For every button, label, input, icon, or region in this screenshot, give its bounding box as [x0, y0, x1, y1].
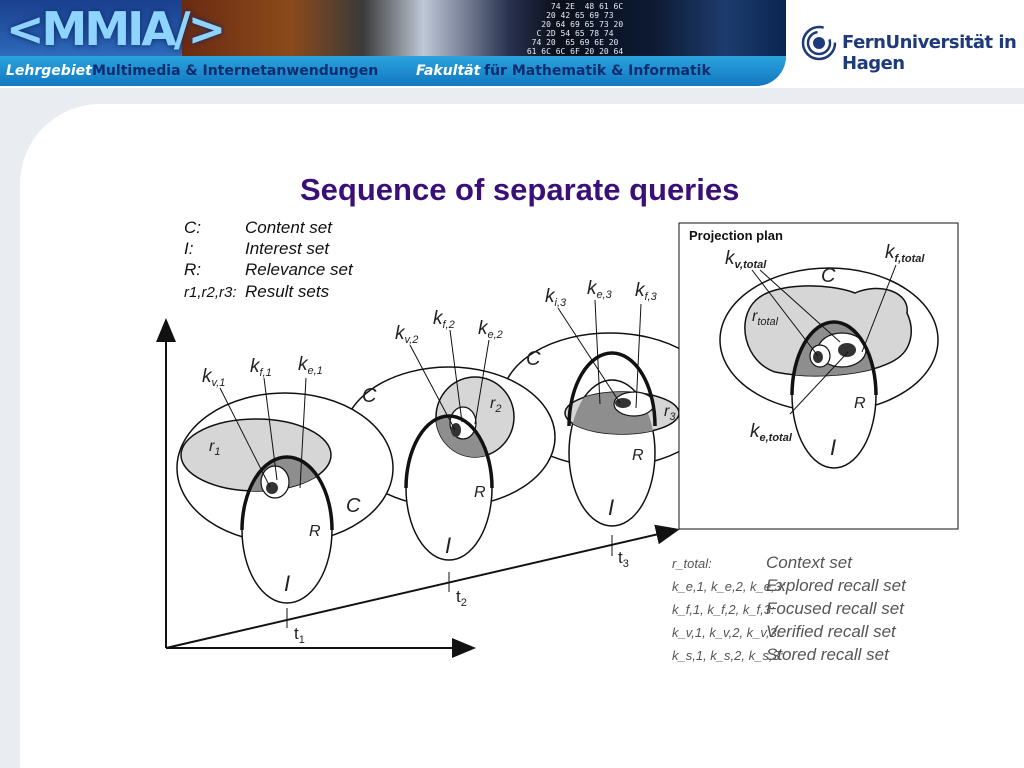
legend-key-results: r1,r2,r3:	[184, 284, 237, 301]
result-in-interest-r1	[242, 457, 331, 491]
label-t2: t2	[456, 587, 467, 609]
label-i1: I	[284, 571, 290, 596]
university-name: FernUniversität in Hagen	[842, 32, 1017, 74]
legend-value-content: Content set	[245, 218, 333, 237]
legend-value-results: Result sets	[245, 282, 330, 301]
label-r-relevance-3: R	[632, 447, 644, 464]
label-c-total: C	[821, 265, 836, 287]
label-kf2: kf,2	[433, 308, 455, 331]
label-ke2: ke,2	[478, 318, 503, 341]
legend-value-interest: Interest set	[245, 239, 330, 258]
legend-key-explored: k_e,1, k_e,2, k_e,3:	[672, 579, 786, 594]
pointer-kf3	[635, 303, 642, 409]
pointer-kf1	[263, 377, 278, 481]
pointer-kv-total	[751, 269, 819, 357]
label-t3: t3	[618, 548, 629, 570]
label-ke1: ke,1	[298, 354, 323, 377]
legend-key-verified: k_v,1, k_v,2, k_v,3:	[672, 625, 781, 640]
stored-recall-k-total-1	[813, 351, 823, 363]
label-kf-total: kf,total	[885, 242, 925, 265]
legend-key-focused: k_f,1, k_f,2, k_f,3:	[672, 602, 775, 617]
pointer-kv-total-2	[759, 269, 841, 343]
pointer-ke-total	[789, 351, 849, 415]
pointer-ki3	[557, 307, 621, 404]
legend-value-focused: Focused recall set	[766, 599, 905, 618]
label-ke3: ke,3	[587, 278, 613, 301]
label-kf1: kf,1	[250, 356, 272, 379]
label-kf3: kf,3	[635, 280, 658, 303]
label-c2: C	[362, 385, 377, 407]
relevance-boundary-r2	[404, 414, 494, 489]
pointer-ke2	[474, 339, 490, 425]
label-t1: t1	[294, 624, 305, 646]
header-banner: 74 2E 48 61 6C 20 42 65 69 73 20 64 69 6…	[0, 0, 786, 86]
query-1: C R I r1 kv,1 kf,1 ke,1	[176, 354, 394, 604]
legend-key-context: r_total:	[672, 556, 712, 571]
label-r2: r2	[490, 395, 501, 415]
legend-value-stored: Stored recall set	[766, 645, 890, 664]
legend-key-relevance: R:	[184, 260, 201, 279]
nav-link-fakultaet[interactable]: für Mathematik & Informatik	[484, 63, 711, 79]
label-c1: C	[346, 495, 361, 517]
pointer-kv2	[409, 344, 456, 431]
header-hex-text: 74 2E 48 61 6C 20 42 65 69 73 20 64 69 6…	[526, 2, 624, 56]
label-i3: I	[608, 495, 614, 520]
label-kv1: kv,1	[202, 366, 225, 389]
stored-recall-k-total-2	[838, 343, 856, 357]
relevance-boundary-r-total	[790, 320, 878, 396]
pointer-kf-total	[861, 264, 897, 353]
relevance-boundary-r1	[240, 455, 334, 531]
time-axis	[165, 524, 680, 649]
legend-top: C: Content set I: Interest set R: Releva…	[184, 218, 354, 301]
legend-value-relevance: Relevance set	[245, 260, 354, 279]
label-r-relevance-2: R	[474, 484, 486, 501]
fernuni-logo-icon	[801, 25, 837, 61]
query-2: C R I r2 kv,2 kf,2 ke,2	[342, 308, 556, 561]
nav-label-fakultaet: Fakultät	[416, 63, 481, 79]
label-r3: r3	[664, 403, 676, 423]
mmia-logo[interactable]: <MMIA/>	[6, 2, 226, 56]
label-i-total: I	[830, 435, 836, 460]
pointer-kf2	[449, 329, 463, 423]
header-photo-strip	[182, 0, 786, 56]
legend-value-explored: Explored recall set	[766, 576, 907, 595]
label-ke-total: ke,total	[750, 421, 793, 444]
label-r-relevance-1: R	[309, 523, 321, 540]
recall-set-k1	[260, 465, 290, 499]
pointer-ke1	[299, 377, 307, 489]
pointer-kv1	[219, 387, 271, 488]
legend-key-interest: I:	[184, 239, 194, 258]
legend-bottom: r_total: Context set k_e,1, k_e,2, k_e,3…	[672, 553, 907, 664]
label-r1: r1	[209, 438, 220, 458]
legend-value-context: Context set	[766, 553, 853, 572]
label-r-relevance-total: R	[854, 395, 866, 412]
label-i2: I	[445, 533, 451, 558]
relevance-boundary-r3	[567, 351, 657, 427]
legend-key-stored: k_s,1, k_s,2, k_s,3:	[672, 648, 784, 663]
page-header: 74 2E 48 61 6C 20 42 65 69 73 20 64 69 6…	[0, 0, 1024, 88]
header-nav-bar: Lehrgebiet Multimedia & Internetanwendun…	[0, 56, 786, 86]
nav-link-multimedia[interactable]: Multimedia & Internetanwendungen	[92, 63, 379, 79]
label-kv-total: kv,total	[725, 248, 767, 271]
legend-key-content: C:	[184, 218, 201, 237]
slide-title: Sequence of separate queries	[300, 172, 740, 207]
projection-plan: Projection plan C R I rtotal kv,total kf…	[678, 222, 959, 530]
query-3: C R I r3 ki,3 ke,3 kf,3	[501, 278, 719, 527]
legend-value-verified: Verified recall set	[766, 622, 897, 641]
label-ki3: ki,3	[545, 286, 567, 309]
label-kv2: kv,2	[395, 323, 418, 346]
nav-label-lehrgebiet: Lehrgebiet	[6, 63, 92, 79]
pointer-ke3	[594, 299, 601, 405]
label-r-total: rtotal	[752, 308, 779, 328]
time-axes: t1 t2 t3	[156, 318, 680, 658]
label-c3: C	[526, 348, 541, 370]
stored-recall-k3	[615, 398, 631, 408]
stored-recall-k1	[266, 482, 278, 494]
projection-plan-title: Projection plan	[689, 228, 783, 243]
